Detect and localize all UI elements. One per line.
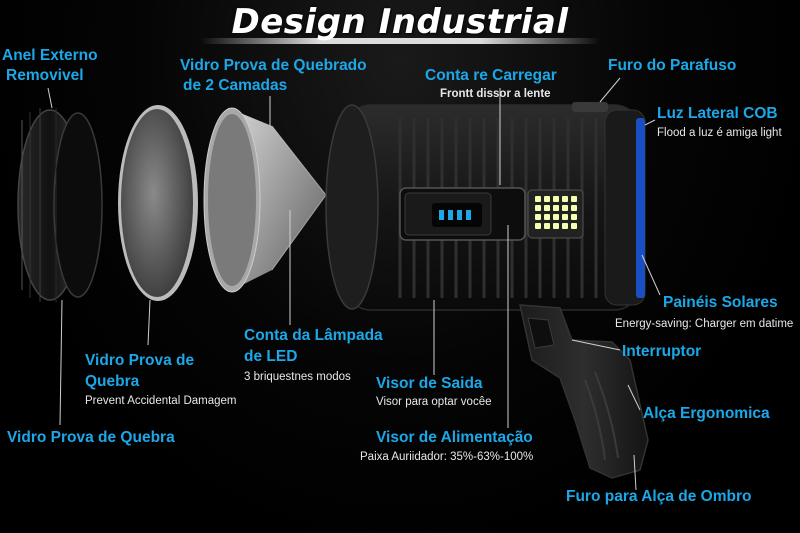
outer-ring bbox=[17, 108, 103, 302]
page-title: Design Industrial bbox=[231, 2, 569, 42]
label-paineis-solares-sub: Energy-saving: Charger em datime bbox=[615, 318, 794, 330]
label-visor-alimentacao: Visor de Alimentação bbox=[376, 429, 533, 446]
label-alca-ergonomica: Alça Ergonomica bbox=[643, 405, 770, 422]
label-furo-alca: Furo para Alça de Ombro bbox=[566, 488, 752, 505]
label-vidro-prova-quebra-line2: Quebra bbox=[85, 373, 140, 390]
label-conta-carregar: Conta re Carregar bbox=[425, 67, 557, 84]
label-conta-carregar-sub: Frontt dissor a lente bbox=[440, 88, 551, 100]
label-anel-externo-line1: Anel Externo bbox=[2, 47, 98, 64]
label-paineis-solares: Painéis Solares bbox=[663, 294, 778, 311]
display-panel bbox=[399, 187, 526, 241]
label-furo-parafuso: Furo do Parafuso bbox=[608, 57, 737, 74]
label-conta-lampada-sub: 3 briquestnes modos bbox=[244, 371, 351, 383]
reflector-cone bbox=[203, 107, 327, 293]
label-vidro-prova-quebra-sub: Prevent Accidental Damagem bbox=[85, 395, 237, 407]
title-underline bbox=[200, 38, 600, 44]
label-vidro-prova-quebra-line1: Vidro Prova de bbox=[85, 352, 195, 369]
glass-disc bbox=[118, 105, 198, 301]
label-vidro-quebrado-line2: de 2 Camadas bbox=[183, 77, 288, 94]
label-luz-lateral-sub: Flood a luz é amiga light bbox=[657, 127, 782, 139]
label-visor-alimentacao-sub: Paixa Auriidador: 35%-63%-100% bbox=[360, 451, 534, 463]
label-anel-externo-line2: Removivel bbox=[6, 67, 84, 84]
label-visor-saida-sub: Visor para optar vocêe bbox=[376, 396, 492, 408]
label-conta-lampada-line2: de LED bbox=[244, 348, 298, 365]
label-interruptor: Interruptor bbox=[622, 343, 702, 360]
label-vidro-quebrado-line1: Vidro Prova de Quebrado bbox=[180, 57, 367, 74]
cob-led-matrix bbox=[527, 189, 584, 239]
label-visor-saida: Visor de Saida bbox=[376, 375, 483, 392]
leader-lines bbox=[47, 77, 661, 491]
label-vidro-prova-quebra-bottom: Vidro Prova de Quebra bbox=[7, 429, 175, 446]
label-luz-lateral: Luz Lateral COB bbox=[657, 105, 778, 122]
label-conta-lampada-line1: Conta da Lâmpada bbox=[244, 327, 383, 344]
